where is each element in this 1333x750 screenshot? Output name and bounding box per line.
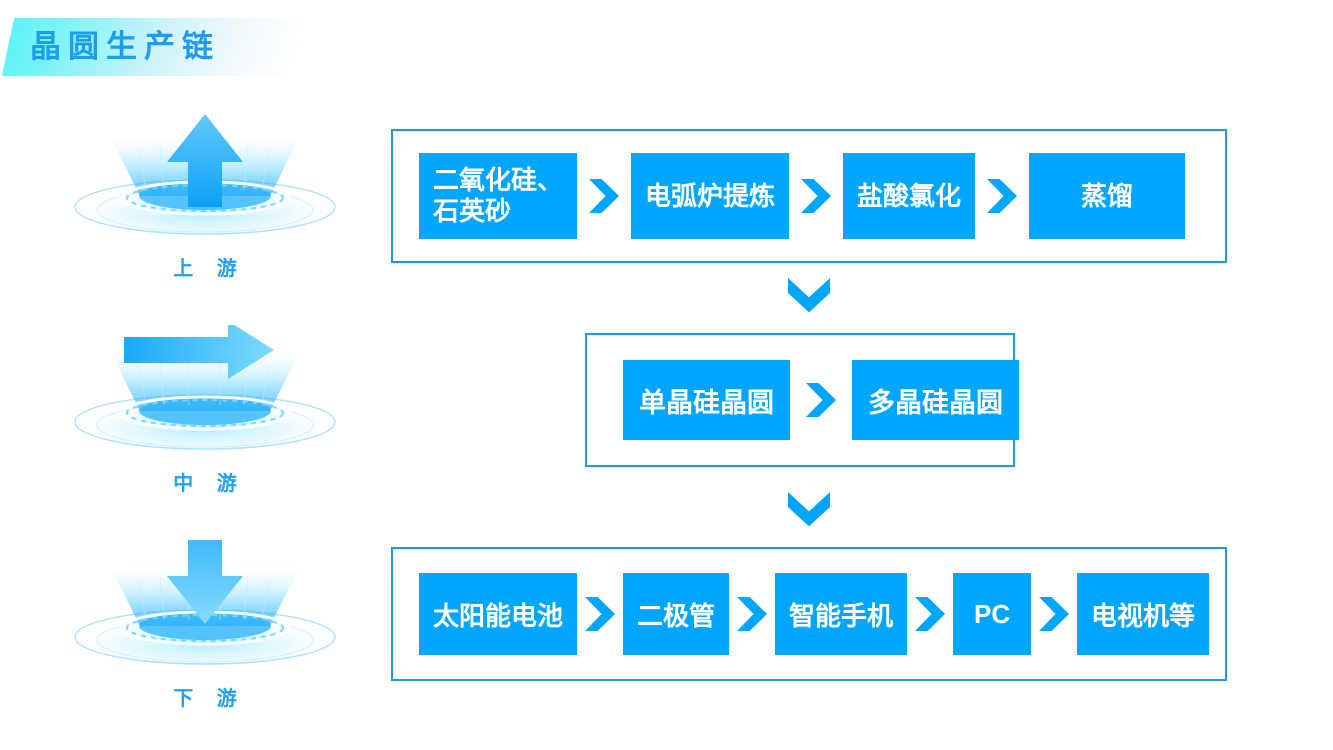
chevron-right-icon — [1039, 597, 1070, 631]
stage-label-upstream: 上 游 — [173, 258, 246, 280]
flow-node-label: 二氧化硅、 — [433, 165, 564, 196]
chevron-right-icon — [915, 597, 946, 631]
stage-label-midstream: 中 游 — [173, 473, 246, 495]
arrow-down-icon — [167, 540, 243, 624]
flow-node-label: 智能手机 — [789, 600, 894, 631]
flow-node-label: 多晶硅晶圆 — [868, 387, 1003, 418]
flow-node[interactable]: 蒸馏 — [1029, 153, 1186, 239]
flow-node-label: 二极管 — [637, 600, 716, 631]
flow-node-label: PC — [973, 598, 1011, 629]
flow-node[interactable]: 单晶硅晶圆 — [623, 360, 790, 440]
arrow-up-icon — [167, 114, 243, 207]
stage-visual-upstream — [60, 110, 350, 245]
stage-downstream: 下 游 — [60, 540, 350, 710]
stage-visual-midstream — [60, 325, 350, 460]
flow-node-label: 盐酸氯化 — [857, 180, 962, 211]
page-title: 晶圆生产链 — [30, 29, 220, 64]
flow-node-label: 单晶硅晶圆 — [639, 387, 774, 418]
flow-node[interactable]: 盐酸氯化 — [843, 153, 976, 239]
stage-midstream: 中 游 — [60, 325, 350, 495]
hologram-pedestal-icon — [73, 325, 337, 450]
midstream-flow-container: 单晶硅晶圆 多晶硅晶圆 — [585, 333, 1019, 467]
chevron-right-icon — [987, 179, 1018, 213]
upstream-flow-container: 二氧化硅、 石英砂 电弧炉提炼 盐酸氯化 蒸馏 — [391, 129, 1227, 263]
flow-node-label: 石英砂 — [433, 196, 512, 226]
flow-node-label: 电视机等 — [1091, 600, 1196, 631]
flow-node[interactable]: 电弧炉提炼 — [631, 153, 790, 239]
chevron-right-icon — [806, 383, 836, 417]
flow-node[interactable]: 多晶硅晶圆 — [852, 360, 1019, 440]
chevron-down-icon — [788, 278, 830, 313]
flow-node[interactable]: 电视机等 — [1077, 573, 1210, 655]
flow-node[interactable]: PC — [953, 573, 1032, 655]
hologram-pedestal-icon — [73, 114, 337, 235]
chevron-right-icon — [585, 597, 616, 631]
flow-node[interactable]: 太阳能电池 — [419, 573, 578, 655]
stage-visual-downstream — [60, 540, 350, 675]
flow-node[interactable]: 二氧化硅、 石英砂 — [419, 153, 578, 239]
downstream-flow-container: 太阳能电池 二极管 智能手机 PC 电视机等 — [391, 547, 1227, 681]
chevron-right-icon — [801, 179, 832, 213]
hologram-pedestal-icon — [73, 540, 337, 665]
chevron-right-icon — [589, 179, 620, 213]
stage-upstream: 上 游 — [60, 110, 350, 280]
chevron-down-icon — [788, 492, 830, 527]
flow-node-label: 电弧炉提炼 — [645, 180, 776, 211]
flow-node-label: 太阳能电池 — [433, 600, 564, 631]
arrow-right-icon — [124, 325, 274, 379]
chevron-right-icon — [737, 597, 768, 631]
flow-node[interactable]: 智能手机 — [775, 573, 908, 655]
stage-label-downstream: 下 游 — [173, 688, 246, 710]
flow-node[interactable]: 二极管 — [623, 573, 730, 655]
flow-node-label: 蒸馏 — [1081, 180, 1134, 211]
